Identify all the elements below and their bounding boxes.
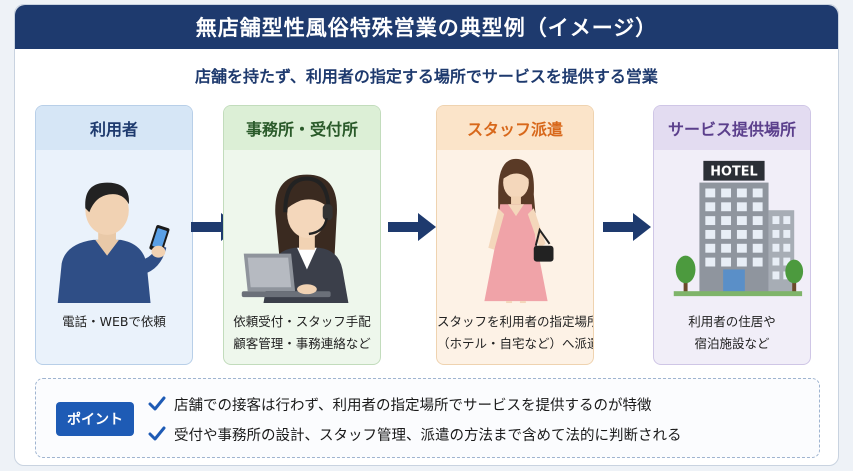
subtitle: 店舗を持たず、利用者の指定する場所でサービスを提供する営業 xyxy=(195,67,658,86)
points-box: ポイント 店舗での接客は行わず、利用者の指定場所でサービスを提供するのが特徴 受… xyxy=(35,378,820,458)
point-text: 受付や事務所の設計、スタッフ管理、派遣の方法まで含めて法的に判断される xyxy=(174,427,682,444)
diagram-frame: 無店舗型性風俗特殊営業の典型例（イメージ） 店舗を持たず、利用者の指定する場所で… xyxy=(14,4,839,466)
hotel-windows xyxy=(705,188,791,280)
title-bar: 無店舗型性風俗特殊営業の典型例（イメージ） xyxy=(15,5,838,49)
checkmark-icon xyxy=(148,426,166,441)
flow-arrow-icon xyxy=(388,213,436,241)
point-item: 受付や事務所の設計、スタッフ管理、派遣の方法まで含めて法的に判断される xyxy=(148,423,682,445)
points-badge: ポイント xyxy=(56,402,134,436)
step-line: 宿泊施設など xyxy=(694,336,770,351)
step-line: 依頼受付・スタッフ手配 xyxy=(233,314,371,329)
step-card-staff: スタッフ派遣 スタッフを利用者の指定場所 （ホテル・自宅など）へ派遣 xyxy=(436,105,594,365)
step-card-office: 事務所・受付所 依頼受付・スタッフ手配 顧客管理・事務連絡など xyxy=(223,105,381,365)
user-with-phone-icon xyxy=(57,182,170,304)
step-card-user: 利用者 電話・WEBで依頼 xyxy=(35,105,193,365)
step-card-service-place: サービス提供場所 HOTEL 利用者の住居や 宿泊施設など xyxy=(653,105,811,365)
point-item: 店舗での接客は行わず、利用者の指定場所でサービスを提供するのが特徴 xyxy=(148,393,651,415)
step-line: 顧客管理・事務連絡など xyxy=(233,336,371,351)
page-title: 無店舗型性風俗特殊営業の典型例（イメージ） xyxy=(195,16,658,40)
step-description: 利用者の住居や 宿泊施設など xyxy=(654,311,810,355)
step-description: スタッフを利用者の指定場所 （ホテル・自宅など）へ派遣 xyxy=(437,311,593,355)
step-heading: スタッフ派遣 xyxy=(437,106,593,150)
step-line: （ホテル・自宅など）へ派遣 xyxy=(437,336,594,351)
step-line: 電話・WEBで依頼 xyxy=(62,314,166,329)
hotel-building-icon: HOTEL xyxy=(673,160,804,297)
point-text: 店舗での接客は行わず、利用者の指定場所でサービスを提供するのが特徴 xyxy=(174,397,652,414)
receptionist-headset-icon xyxy=(241,174,349,304)
step-heading: サービス提供場所 xyxy=(654,106,810,150)
step-line: スタッフを利用者の指定場所 xyxy=(437,314,594,329)
step-heading: 利用者 xyxy=(36,106,192,150)
checkmark-icon xyxy=(148,396,166,411)
step-line: 利用者の住居や xyxy=(688,314,776,329)
step-description: 依頼受付・スタッフ手配 顧客管理・事務連絡など xyxy=(224,311,380,355)
staff-woman-icon xyxy=(484,158,554,304)
flow-arrow-icon xyxy=(603,213,651,241)
step-description: 電話・WEBで依頼 xyxy=(36,311,192,333)
step-heading: 事務所・受付所 xyxy=(224,106,380,150)
hotel-sign: HOTEL xyxy=(710,165,757,180)
